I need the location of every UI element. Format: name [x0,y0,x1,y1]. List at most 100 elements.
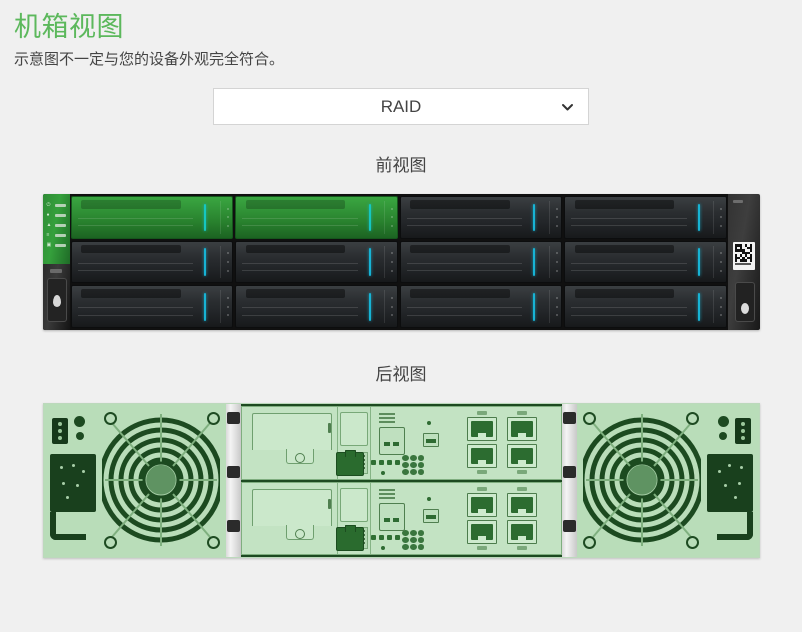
slot-notch [327,498,331,509]
drive-bay-grid [69,194,728,330]
slot-cover [251,488,332,526]
chassis-rail-left [225,404,241,557]
expansion-slot[interactable] [242,482,339,554]
rj45-port-1[interactable] [466,411,497,442]
psu-module-body [706,454,753,512]
ear-label [49,269,62,273]
expansion-slot[interactable] [242,407,339,479]
usb-port[interactable] [422,433,439,447]
management-rj45-port[interactable] [335,525,364,551]
drive-bay-0[interactable] [70,196,233,239]
sfp-port[interactable] [378,502,405,531]
drive-handle [574,244,675,254]
rj45-port-4[interactable] [506,519,537,550]
drive-activity-led [368,292,371,321]
psu-screw [685,536,699,549]
ear-latch-handle[interactable] [46,278,67,322]
drive-groove [406,218,523,220]
psu-right[interactable] [576,404,759,557]
slot-thumbscrew [294,528,305,539]
drive-groove [77,225,194,227]
drive-divider [384,245,386,279]
drive-bay-5[interactable] [235,240,398,284]
page-subtitle: 示意图不一定与您的设备外观完全符合。 [14,51,285,68]
drive-handle [245,199,346,209]
drive-bay-11[interactable] [564,285,727,329]
chassis-select[interactable]: RAID [213,88,589,125]
blank-panel [340,487,368,522]
led-row: ▲ [47,223,66,228]
psu-led [75,432,84,440]
psu-bracket [49,512,86,540]
front-left-ear-body [42,264,70,330]
rail-clip [562,466,576,478]
led-indicator [54,234,66,237]
drive-bay-9[interactable] [235,285,398,329]
drive-handle [410,289,510,299]
drive-divider [219,201,221,234]
drive-groove [77,270,194,272]
led-indicator [54,204,66,207]
sfp-port[interactable] [378,427,405,455]
psu-screw [206,536,220,549]
drive-bay-8[interactable] [70,285,233,329]
port-label [476,470,487,475]
drive-screws [555,249,558,275]
status-icon: ● [46,212,50,218]
front-right-ear[interactable] [727,194,760,330]
ear-latch-handle[interactable] [734,282,755,322]
service-tag-text [734,263,751,265]
rj45-port-2[interactable] [466,519,497,550]
drive-bay-2[interactable] [399,196,562,239]
rj45-port-4[interactable] [506,444,537,475]
drive-bay-7[interactable] [564,240,727,284]
drive-bay-6[interactable] [399,240,562,284]
port-label [476,486,487,491]
rear-view-image [42,403,760,558]
fan-grille-icon [582,409,701,551]
drive-bay-1[interactable] [235,196,398,239]
management-rj45-port[interactable] [335,449,364,476]
chassis-rail-right [561,404,577,557]
drive-handle [81,244,181,254]
usb-port[interactable] [422,508,439,523]
rj45-port-1[interactable] [466,486,497,517]
rj45-column [506,486,537,550]
slot-thumbscrew [294,453,305,463]
drive-bay-10[interactable] [399,285,562,329]
psu-led [718,432,727,440]
drive-groove [242,262,358,264]
rj45-port-3[interactable] [506,411,537,442]
rail-clip [226,520,240,532]
rear-view-label: 后视图 [375,365,427,384]
drive-groove [77,218,194,220]
psu-screw [103,536,117,549]
drive-divider [548,245,550,279]
rj45-port-3[interactable] [506,486,537,517]
drive-groove [571,218,687,220]
rj45-column [466,411,497,475]
port-label [516,470,527,475]
drive-activity-led [368,248,371,276]
drive-handle [245,244,346,254]
drive-row [70,240,727,284]
port-label [378,488,395,499]
drive-groove [242,314,358,316]
led-row: ● [47,213,66,218]
drive-bay-4[interactable] [70,240,233,284]
qr-code-label [732,242,755,270]
front-left-ear[interactable]: ⏻ ● ▲ ≡ ▣ [42,194,70,330]
drive-bay-3[interactable] [564,196,727,239]
drive-handle [574,289,675,299]
drive-activity-led [204,292,207,321]
psu-bracket [716,512,753,540]
psu-left[interactable] [43,404,226,557]
drive-activity-led [533,248,536,276]
chevron-down-icon[interactable] [561,100,574,113]
controller-mid-panel [335,407,425,479]
rj45-port-2[interactable] [466,444,497,475]
controller-a[interactable] [240,406,562,480]
controller-b[interactable] [240,481,562,555]
drive-screws [391,294,394,320]
drive-activity-led [368,203,371,232]
